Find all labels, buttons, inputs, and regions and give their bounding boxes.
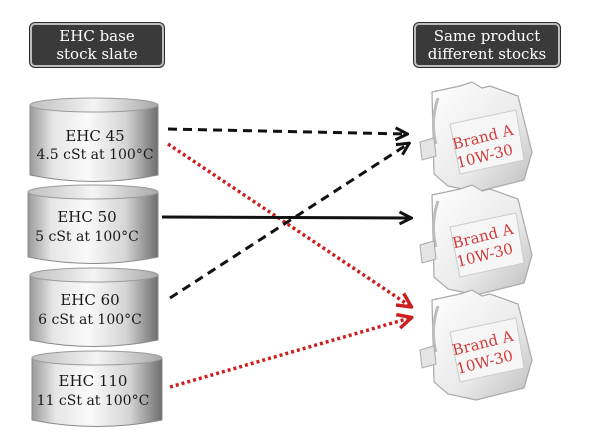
product-header-line2: different stocks <box>427 45 547 63</box>
base-stock-header-line2: stock slate <box>56 45 138 63</box>
arrow-ehc60-to-jug1 <box>169 144 408 300</box>
jug-3: Brand A 10W-30 <box>419 289 533 401</box>
arrow-ehc50-to-jug2 <box>161 217 410 218</box>
drum-ehc45-spec: 4.5 cSt at 100°C <box>36 147 153 163</box>
drum-ehc45-name: EHC 45 <box>65 127 124 145</box>
base-stock-header: EHC base stock slate <box>30 23 164 67</box>
drum-ehc110-name: EHC 110 <box>59 372 128 390</box>
arrow-ehc110-to-jug3 <box>169 318 410 389</box>
drum-ehc50-name: EHC 50 <box>57 208 116 226</box>
jug-2: Brand A 10W-30 <box>419 184 533 296</box>
arrow-ehc45-to-jug3 <box>167 142 410 306</box>
product-header-line1: Same product <box>433 27 541 45</box>
drum-ehc60: EHC 60 6 cSt at 100°C <box>29 267 159 347</box>
drum-ehc60-name: EHC 60 <box>60 291 119 309</box>
drum-ehc60-spec: 6 cSt at 100°C <box>38 312 142 328</box>
product-header: Same product different stocks <box>414 23 560 67</box>
arrow-ehc45-to-jug1 <box>167 129 406 134</box>
jug-1: Brand A 10W-30 <box>419 81 533 193</box>
drum-ehc50: EHC 50 5 cSt at 100°C <box>27 184 159 264</box>
drum-ehc45: EHC 45 4.5 cSt at 100°C <box>29 97 159 182</box>
drum-ehc50-spec: 5 cSt at 100°C <box>35 229 139 245</box>
drum-ehc110-spec: 11 cSt at 100°C <box>37 393 150 409</box>
drum-ehc110: EHC 110 11 cSt at 100°C <box>31 350 163 427</box>
base-stock-header-line1: EHC base <box>59 27 135 45</box>
